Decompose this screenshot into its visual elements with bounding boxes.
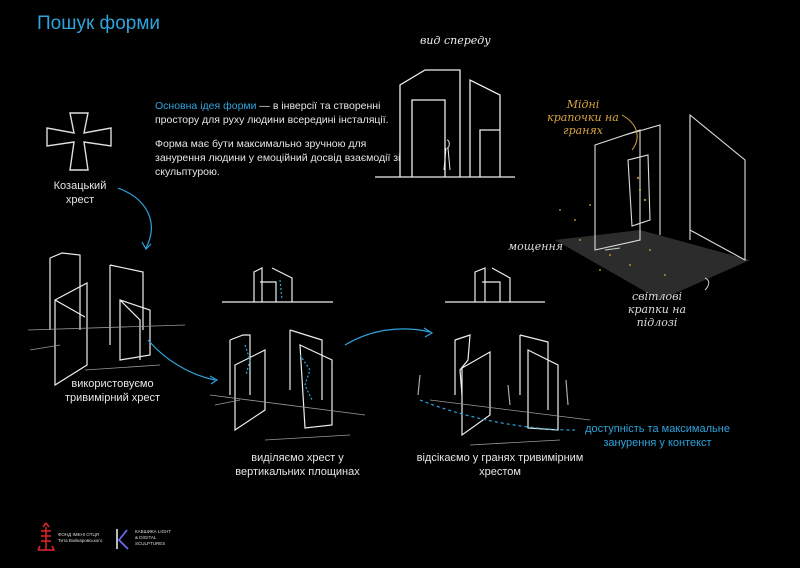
cossack-cross-icon xyxy=(46,112,112,171)
note-copper-dots: Мідні крапочки на гранях xyxy=(547,98,619,137)
intro-accent: Основна ідея форми xyxy=(155,100,257,112)
step3-label: відсікаємо у гранях тривимірним хрестом xyxy=(416,452,584,478)
step2-label: виділяємо хрест у вертикальних площинах xyxy=(235,452,360,478)
intro-rest: — в інверсії та створенні простору для р… xyxy=(155,100,389,126)
step1-3d-cross-sketch xyxy=(27,252,186,387)
arrow-curve xyxy=(117,187,152,249)
intro-text: Основна ідея форми — в інверсії та створ… xyxy=(155,99,415,189)
perspective-sketch xyxy=(555,113,750,300)
note-paving: мощення xyxy=(508,240,564,253)
studio-logo-text: КАВШИКА LIGHT & DIGITAL SCULPTURES xyxy=(135,529,172,546)
foundation-logo-text: ФОНД ІМЕНІ ОТЦЯ Тита Войнаровського xyxy=(58,532,103,543)
intro-second: Форма має бути максимально зручною для з… xyxy=(155,138,401,178)
step2-front-sketch xyxy=(222,267,333,303)
foundation-logo xyxy=(37,522,56,551)
front-view-sketch xyxy=(375,69,515,178)
accessibility-note: доступність та максимальне занурення у к… xyxy=(585,423,730,449)
step1-label: використовуємо тривимірний хрест xyxy=(64,378,161,404)
cross-label: Козацький хрест xyxy=(53,180,107,206)
step2-vertical-planes-sketch xyxy=(209,329,366,441)
page-title: Пошук форми xyxy=(37,13,160,34)
note-front-view: вид спереду xyxy=(420,34,491,47)
step3-cut-sketch xyxy=(417,267,591,446)
note-floor-lights: світлові крапки на підлозі xyxy=(627,290,687,329)
studio-logo xyxy=(116,529,129,550)
